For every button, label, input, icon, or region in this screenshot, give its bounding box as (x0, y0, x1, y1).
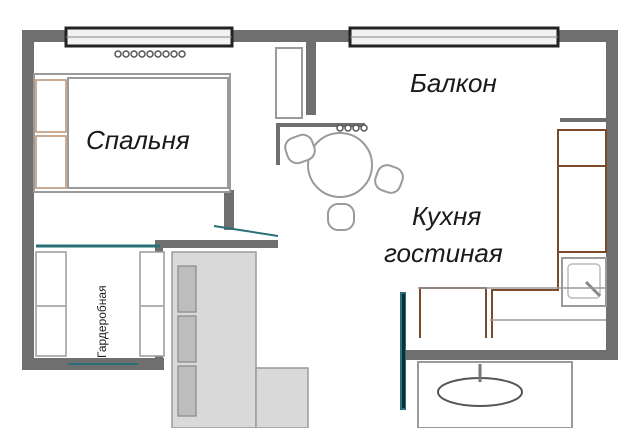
bed (33, 73, 231, 193)
pillow-top (35, 79, 67, 133)
wall-partition-vertical (306, 30, 316, 115)
dining-set (284, 132, 404, 231)
kitchen-label-line2: гостиная (384, 238, 503, 268)
pillow-bottom (35, 135, 67, 189)
basin (437, 377, 523, 407)
radiator-bedroom (114, 50, 186, 58)
wall-left (22, 30, 34, 370)
balcony-label: Балкон (410, 68, 497, 98)
wall-bedroom-right (224, 190, 234, 230)
kitchen-label-line1: Кухня (412, 201, 481, 231)
sofa-cushion-1 (177, 265, 197, 313)
sofa-cushion-2 (177, 315, 197, 363)
radiator-kitchen (336, 124, 368, 132)
door-frame (276, 123, 365, 165)
wardrobe-area (35, 244, 165, 365)
kitchen-counter-lower (418, 252, 606, 338)
chair-left (284, 133, 316, 165)
wardrobe-label: Гардеробная (95, 285, 109, 358)
sofa (171, 251, 309, 428)
bathtub (417, 361, 573, 428)
windows (64, 26, 560, 48)
chair-right (374, 164, 404, 194)
sofa-cushion-3 (177, 365, 197, 417)
dining-table (307, 132, 373, 198)
bedroom-label: Спальня (86, 125, 190, 155)
wall-corridor-left (163, 240, 278, 248)
tall-cabinet (275, 47, 303, 119)
wall-right (606, 30, 618, 358)
corridor-line (213, 225, 279, 237)
kitchen-cabinets-right (557, 118, 607, 307)
chair-bottom (327, 203, 355, 231)
wall-bath-top (406, 350, 618, 360)
